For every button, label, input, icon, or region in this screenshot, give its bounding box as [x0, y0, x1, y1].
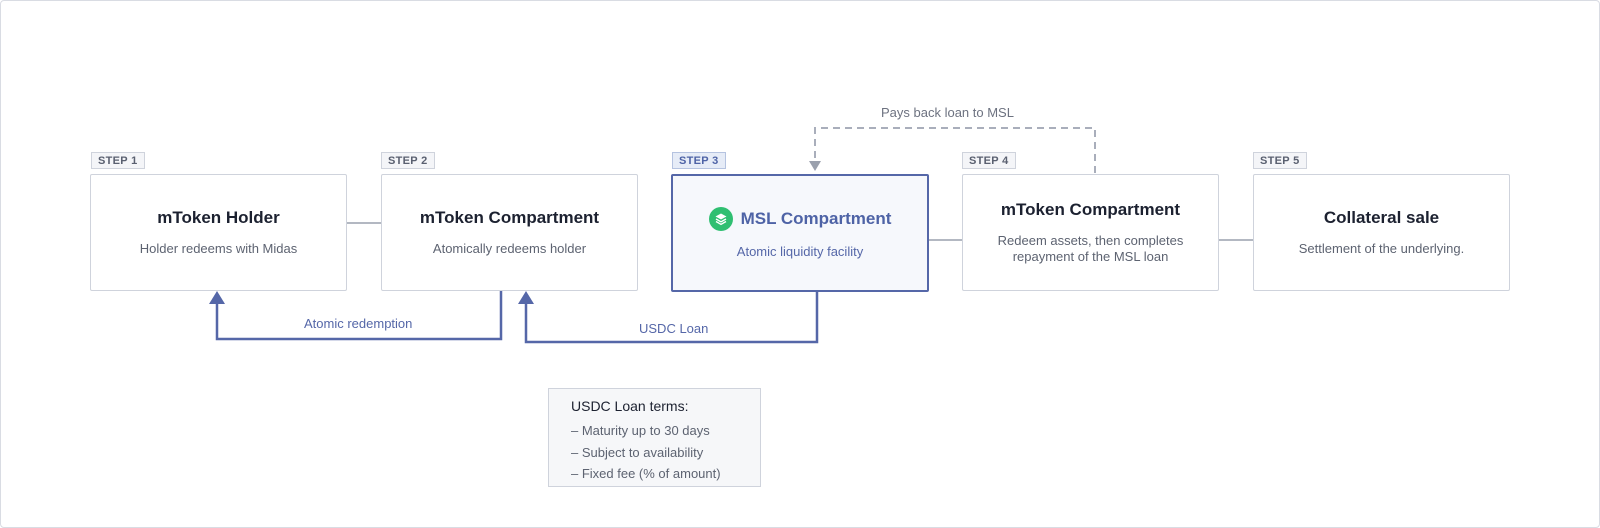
step-1-box: mToken Holder Holder redeems with Midas	[90, 174, 347, 291]
payback-label: Pays back loan to MSL	[881, 105, 1014, 120]
step-1-title: mToken Holder	[157, 208, 280, 227]
step-4-box: mToken Compartment Redeem assets, then c…	[962, 174, 1219, 291]
atomic-redemption-path	[215, 291, 503, 341]
step-4-subtitle: Redeem assets, then completes repayment …	[997, 233, 1184, 264]
step-2-box: mToken Compartment Atomically redeems ho…	[381, 174, 638, 291]
step-4-title: mToken Compartment	[1000, 200, 1181, 219]
step-3-title: MSL Compartment	[740, 208, 892, 228]
step-2-subtitle: Atomically redeems holder	[432, 241, 587, 256]
usdc-loan-label: USDC Loan	[639, 321, 709, 336]
step-4-badge: STEP 4	[962, 152, 1016, 169]
step-5-box: Collateral sale Settlement of the underl…	[1253, 174, 1510, 291]
step-5-badge: STEP 5	[1253, 152, 1307, 169]
step-3-title-row: MSL Compartment	[708, 206, 892, 231]
loan-term-item: – Fixed fee (% of amount)	[571, 466, 721, 481]
step-2-title: mToken Compartment	[419, 208, 600, 227]
step-5-subtitle: Settlement of the underlying.	[1298, 241, 1465, 256]
loan-terms-title: USDC Loan terms:	[571, 398, 689, 414]
loan-term-item: – Maturity up to 30 days	[571, 423, 710, 438]
layers-icon	[708, 206, 733, 231]
step-3-badge: STEP 3	[672, 152, 726, 169]
step-1-subtitle: Holder redeems with Midas	[139, 241, 298, 256]
atomic-redemption-arrowhead	[209, 291, 225, 304]
usdc-loan-path	[524, 291, 819, 344]
loan-terms-box: USDC Loan terms: – Maturity up to 30 day…	[548, 388, 761, 487]
step-3-box: MSL Compartment Atomic liquidity facilit…	[671, 174, 929, 292]
usdc-loan-arrowhead	[518, 291, 534, 304]
payback-dashed-path	[814, 127, 1096, 173]
payback-arrowhead	[809, 161, 821, 171]
step-1-badge: STEP 1	[91, 152, 145, 169]
loan-term-item: – Subject to availability	[571, 444, 704, 460]
step-5-title: Collateral sale	[1323, 208, 1440, 227]
step-2-badge: STEP 2	[381, 152, 435, 169]
atomic-redemption-label: Atomic redemption	[304, 316, 413, 331]
step-3-subtitle: Atomic liquidity facility	[736, 243, 864, 259]
